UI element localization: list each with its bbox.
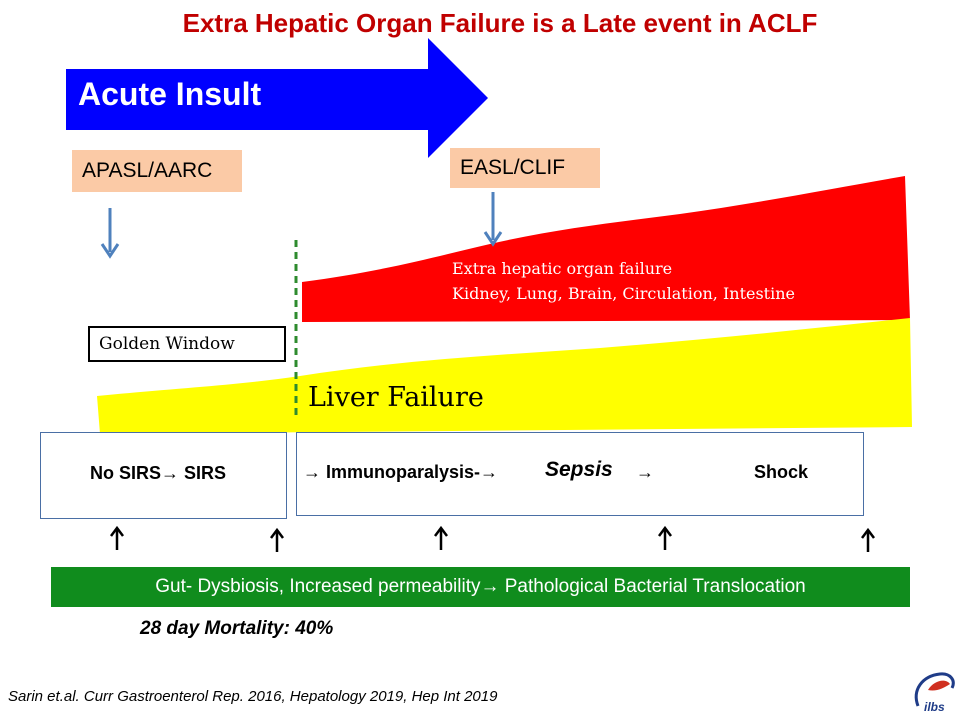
sepsis-label: Sepsis (545, 458, 613, 481)
apasl-down-arrow (100, 208, 120, 259)
acute-insult-arrow (66, 38, 488, 158)
liver-failure-label: Liver Failure (308, 382, 484, 413)
shock-label: Shock (754, 462, 809, 482)
sirs-label: No SIRS→ SIRS (90, 463, 227, 483)
ilbs-logo-icon (914, 672, 955, 707)
up-arrow (861, 527, 875, 552)
up-arrow (658, 525, 672, 550)
sirs-phase-box (40, 432, 287, 519)
extra-hepatic-organs: Kidney, Lung, Brain, Circulation, Intest… (452, 284, 795, 303)
gut-dysbiosis-bar: Gut- Dysbiosis, Increased permeability→ … (51, 567, 910, 607)
up-arrow (434, 525, 448, 550)
sepsis-phase-box (296, 432, 864, 516)
liver-failure-band (97, 318, 912, 434)
citation-text: Sarin et.al. Curr Gastroenterol Rep. 201… (8, 688, 498, 705)
up-arrow (110, 525, 124, 550)
easl-clif-tag: EASL/CLIF (450, 148, 600, 188)
golden-window-box: Golden Window (88, 326, 286, 362)
acute-insult-label: Acute Insult (78, 76, 262, 112)
apasl-aarc-tag: APASL/AARC (72, 150, 242, 192)
slide-title: Extra Hepatic Organ Failure is a Late ev… (182, 8, 818, 38)
extra-hepatic-label: Extra hepatic organ failure (452, 259, 673, 278)
up-arrow (270, 527, 284, 552)
extra-hepatic-band (302, 176, 910, 322)
immunoparalysis-label: → Immunoparalysis-→ (303, 462, 499, 482)
ilbs-logo-text: ilbs (924, 700, 945, 714)
phase-arrow: → (636, 462, 654, 482)
easl-down-arrow (483, 192, 503, 247)
up-arrows (110, 525, 875, 552)
mortality-text: 28 day Mortality: 40% (140, 618, 334, 639)
